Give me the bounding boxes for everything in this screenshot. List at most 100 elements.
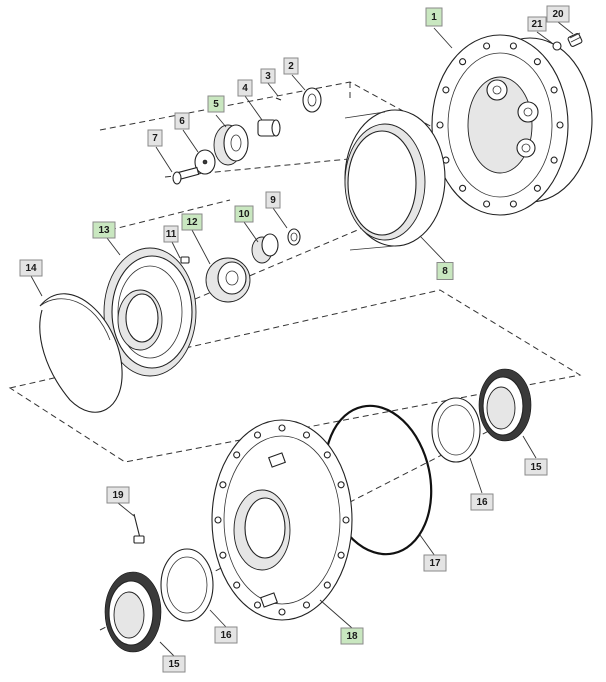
retaining-ring-part-9 (287, 228, 301, 246)
callout-c3: 3 (260, 68, 276, 84)
callout-box (340, 627, 364, 645)
callout-box (237, 79, 253, 97)
callout-c16a: 16 (470, 493, 494, 511)
bolt-hole (278, 608, 286, 616)
callout-box (181, 213, 203, 231)
hub-housing-part-18 (211, 419, 353, 621)
carrier-housing (431, 34, 593, 216)
callout-c6: 6 (174, 112, 190, 130)
callout-c16b: 16 (214, 626, 238, 644)
callout-c5: 5 (207, 95, 225, 113)
middle-group-outline (8, 289, 582, 463)
bolt-hole (233, 581, 241, 589)
bolt-hole (302, 601, 311, 609)
callout-box (234, 205, 254, 223)
callout-number: 8 (442, 266, 448, 277)
callout-number: 21 (531, 19, 543, 30)
callout-box (19, 259, 43, 277)
callout-number: 11 (166, 229, 177, 240)
bolt-hole (323, 451, 331, 459)
callout-c21: 21 (527, 16, 547, 32)
bearing-part-15-lower (104, 571, 162, 653)
callout-box (470, 493, 494, 511)
callout-c12: 12 (181, 213, 203, 231)
callout-number: 15 (168, 659, 180, 670)
bolt-hole (436, 121, 444, 129)
bolt-hole (302, 431, 311, 439)
bolt-hole (483, 42, 491, 50)
callout-number: 18 (346, 631, 358, 642)
seal-ring-part-16-upper (431, 397, 481, 463)
spring-pin-part-11 (180, 256, 190, 264)
pin-part-3 (275, 97, 282, 101)
callout-c8: 8 (436, 262, 454, 280)
bolt-hole (253, 601, 262, 609)
callout-box (265, 191, 281, 209)
bolt-hole (219, 551, 227, 559)
bolt-hole (550, 86, 558, 94)
callout-number: 3 (265, 71, 271, 82)
callout-c17: 17 (423, 554, 447, 572)
bolt-hole (533, 184, 541, 192)
callout-number: 1 (431, 12, 437, 23)
callout-c15b: 15 (162, 655, 186, 673)
bolt-hole (342, 516, 350, 524)
callout-c20: 20 (546, 5, 570, 23)
bolt-part-19 (133, 513, 145, 544)
bolt-part-7 (172, 166, 200, 185)
bolt-hole (483, 200, 491, 208)
hub-bolt-holes (214, 424, 350, 616)
callout-box (207, 95, 225, 113)
callout-c10: 10 (234, 205, 254, 223)
callout-box (546, 5, 570, 23)
callout-number: 5 (213, 99, 219, 110)
callout-box (425, 7, 443, 27)
callout-c14: 14 (19, 259, 43, 277)
callout-number: 7 (152, 133, 158, 144)
o-ring-part-21 (552, 41, 562, 51)
bushing-part-4 (257, 119, 281, 137)
callout-c1: 1 (425, 7, 443, 27)
callout-number: 12 (186, 217, 198, 228)
callout-number: 10 (238, 209, 250, 220)
bolt-hole (459, 58, 467, 66)
planet-gear-part-5 (213, 124, 249, 166)
callout-number: 15 (530, 462, 542, 473)
callout-box (423, 554, 447, 572)
callout-box (92, 221, 116, 239)
bolt-hole (533, 58, 541, 66)
bolt-hole (323, 581, 331, 589)
bolt-hole (556, 121, 564, 129)
bolt-hole (459, 184, 467, 192)
gear-shaft-part-10 (251, 233, 279, 264)
callout-box (260, 68, 276, 84)
callout-number: 16 (220, 630, 232, 641)
callout-c2: 2 (283, 57, 299, 75)
seal-ring-part-16-lower (160, 548, 214, 622)
bolt-hole (214, 516, 222, 524)
callout-box (174, 112, 190, 130)
callout-c4: 4 (237, 79, 253, 97)
callout-box (162, 655, 186, 673)
callout-c15a: 15 (524, 458, 548, 476)
bolt-hole (219, 481, 227, 489)
carrier-bolt-holes (436, 42, 564, 208)
bolt-hole (442, 86, 450, 94)
callout-box (436, 262, 454, 280)
callout-box (524, 458, 548, 476)
sprocket-part-13 (103, 247, 197, 377)
callout-number: 16 (476, 497, 488, 508)
bolt-hole (509, 200, 517, 208)
callout-box (283, 57, 299, 75)
callout-c13: 13 (92, 221, 116, 239)
washer-part-6 (194, 149, 216, 175)
callout-number: 19 (112, 490, 124, 501)
bolt-hole (253, 431, 262, 439)
fitting-part-20 (567, 32, 583, 47)
bearing-part-15-upper (478, 368, 532, 442)
callout-number: 17 (429, 558, 441, 569)
bolt-hole (233, 451, 241, 459)
ring-gear (344, 109, 446, 251)
